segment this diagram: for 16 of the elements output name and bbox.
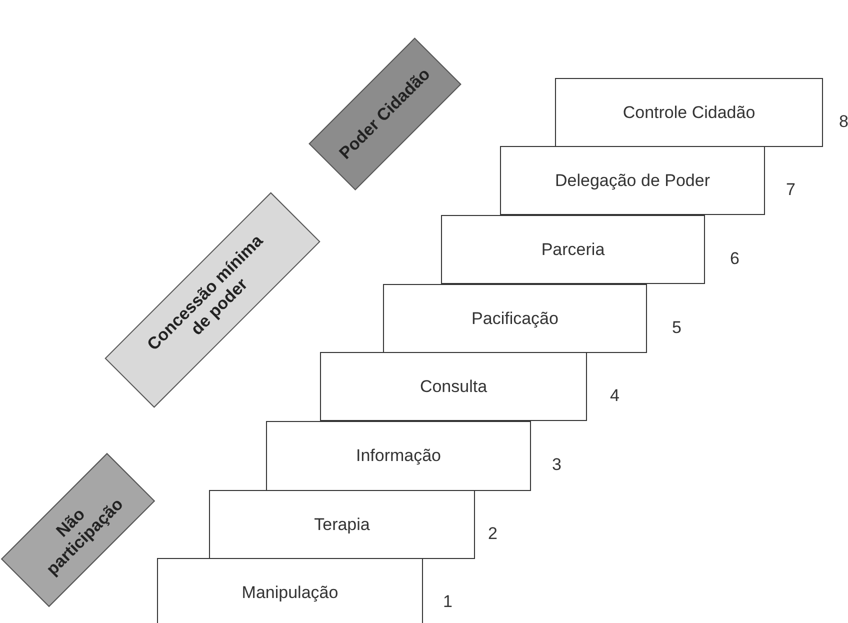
step-label: Controle Cidadão [622, 102, 756, 122]
step-label: Pacificação [472, 308, 558, 328]
step-label: Consulta [420, 376, 488, 396]
step-label: Parceria [541, 240, 605, 260]
step-label: Informação [356, 446, 442, 466]
step-number: 8 [839, 112, 848, 132]
step-number: 3 [552, 455, 562, 475]
step-number: 2 [488, 524, 498, 544]
step-number: 7 [786, 180, 796, 200]
step-number: 1 [443, 592, 452, 612]
step-number: 5 [672, 318, 682, 338]
step-label: Terapia [314, 514, 370, 534]
step-number: 4 [610, 386, 620, 406]
step-number: 6 [730, 248, 740, 268]
step-label: Delegação de Poder [554, 170, 710, 190]
step-label: Manipulação [242, 583, 338, 603]
